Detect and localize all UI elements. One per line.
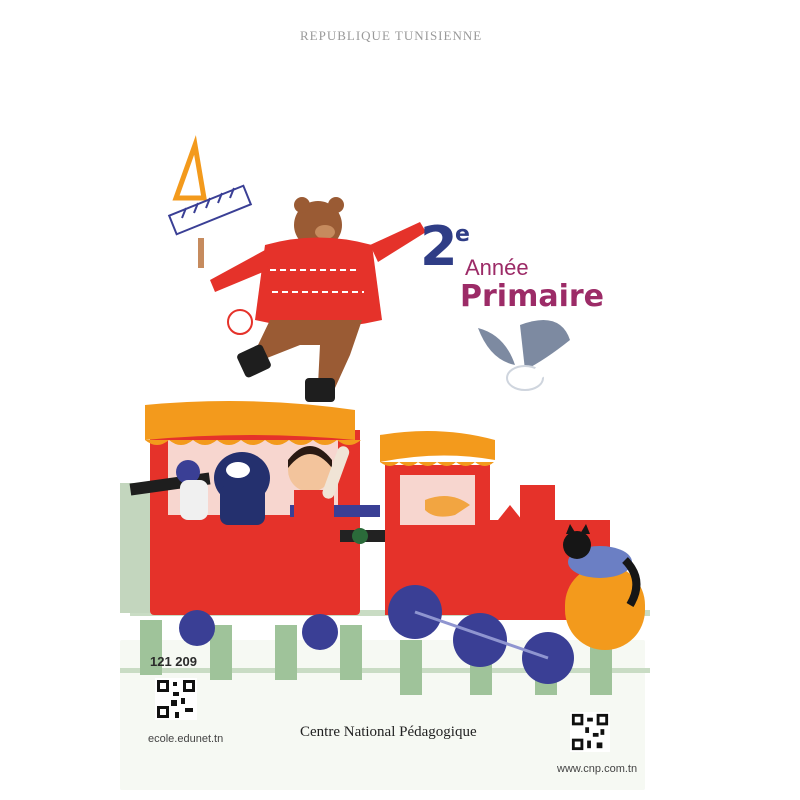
country-header: REPUBLIQUE TUNISIENNE	[300, 28, 483, 43]
wheel	[179, 610, 215, 646]
bear-character	[210, 197, 426, 402]
level-label: Primaire	[460, 279, 604, 314]
black-cat	[563, 524, 641, 608]
school-website: ecole.edunet.tn	[148, 733, 224, 745]
qr-code-icon	[155, 678, 197, 720]
grade-number: 2	[420, 215, 458, 278]
qr-code-icon	[570, 712, 610, 752]
wagon-passengers	[129, 446, 350, 525]
locomotive	[380, 431, 645, 650]
publisher-website: www.cnp.com.tn	[557, 763, 638, 775]
book-code: 121 209	[150, 654, 197, 669]
dove-bird	[478, 320, 570, 391]
wheel	[302, 614, 338, 650]
wheel	[453, 613, 507, 667]
publisher-name: Centre National Pédagogique	[300, 724, 477, 740]
grade-suffix: e	[455, 222, 470, 247]
year-label: Année	[465, 255, 529, 280]
ruler-and-triangle	[167, 135, 253, 268]
wheel-rod	[414, 610, 549, 660]
